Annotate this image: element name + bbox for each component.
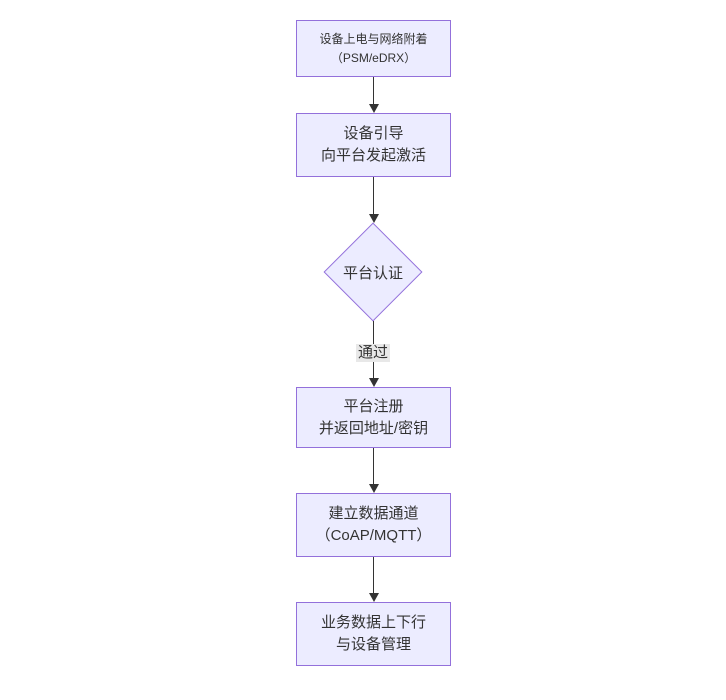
node-label-line: （PSM/eDRX） [330,50,417,65]
arrow-shaft [373,177,374,214]
node-bootstrap: 设备引导 向平台发起激活 [296,113,451,177]
node-label-line: （CoAP/MQTT） [315,527,432,544]
arrowhead-down-icon [368,214,379,223]
node-label-line: 设备引导 [343,125,404,142]
flow-arrow-4 [368,448,379,493]
node-power-attach: 设备上电与网络附着 （PSM/eDRX） [296,20,451,77]
node-label-line: 并返回地址/密钥 [318,419,429,437]
decision-platform-auth: 平台认证 [323,222,423,322]
arrowhead-down-icon [368,484,379,493]
node-business-data: 业务数据上下行 与设备管理 [296,602,451,666]
node-label-line: 业务数据上下行 [320,614,426,631]
node-register: 平台注册 并返回地址/密钥 [296,387,451,448]
node-data-channel: 建立数据通道 （CoAP/MQTT） [296,493,451,557]
arrowhead-down-icon [368,104,379,113]
arrowhead-down-icon [368,593,379,602]
node-label-line: 平台注册 [343,397,404,415]
flow-arrow-2 [368,177,379,223]
flow-arrow-1 [368,77,379,113]
arrow-shaft [373,448,374,484]
node-label-line: 平台认证 [342,264,403,282]
node-label-line: 建立数据通道 [328,505,419,522]
arrow-shaft [373,77,374,104]
arrow-shaft [373,557,374,593]
edge-label-pass: 通过 [355,344,391,362]
node-label-line: 向平台发起激活 [320,147,426,164]
flow-arrow-5 [368,557,379,602]
node-label-line: 与设备管理 [335,636,411,653]
arrowhead-down-icon [368,378,379,387]
node-label-line: 设备上电与网络附着 [319,31,428,46]
